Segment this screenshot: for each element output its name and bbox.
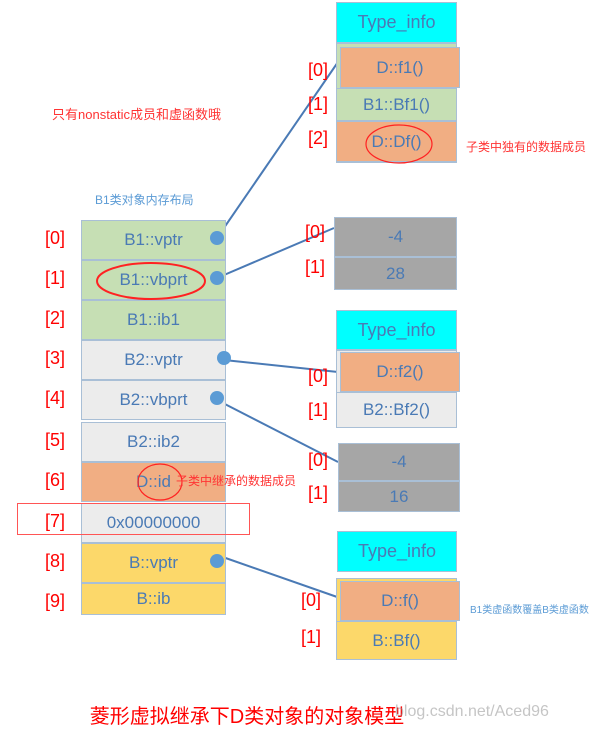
pointer-line xyxy=(216,399,339,463)
circle-mark xyxy=(96,262,206,300)
vtable-entry: B1::Bf1() xyxy=(336,88,457,121)
vtable-index: [1] xyxy=(308,94,329,114)
vtable-index: [0] xyxy=(301,590,322,610)
type-info-header: Type_info xyxy=(336,2,457,43)
slot-index: [8] xyxy=(45,551,66,571)
vtable-index: [0] xyxy=(308,60,329,80)
vtable-index: [1] xyxy=(301,627,322,647)
type-info-header: Type_info xyxy=(336,310,457,350)
vtable-index: [1] xyxy=(308,400,329,420)
null-highlight-box xyxy=(17,503,250,535)
object-slot: B1::vptr xyxy=(81,220,226,260)
slot-index: [2] xyxy=(45,308,66,328)
vbtable-index: [0] xyxy=(308,450,329,470)
pointer-dot xyxy=(217,351,231,365)
pointer-line xyxy=(216,61,339,239)
note-inherited-member: 子类中继承的数据成员 xyxy=(176,474,297,488)
pointer-line xyxy=(216,227,335,279)
circle-mark xyxy=(137,463,183,501)
slot-index: [0] xyxy=(45,228,66,248)
slot-index: [7] xyxy=(45,511,66,531)
vtable-index: [2] xyxy=(308,128,329,148)
pointer-dot xyxy=(210,391,224,405)
vbtable-entry: 28 xyxy=(334,257,457,290)
slot-index: [6] xyxy=(45,470,66,490)
slot-index: [9] xyxy=(45,591,66,611)
object-slot: B2::vptr xyxy=(81,340,226,380)
layout-caption: B1类对象内存布局 xyxy=(95,193,194,207)
circle-mark xyxy=(365,124,433,164)
note-unique-member: 子类中独有的数据成员 xyxy=(466,140,587,154)
object-slot: B1::ib1 xyxy=(81,300,226,340)
object-slot: 0x00000000 xyxy=(81,503,226,543)
vtable-entry: B2::Bf2() xyxy=(336,392,457,428)
vbtable-index: [1] xyxy=(305,257,326,277)
note-override: B1类虚函数覆盖B类虚函数 xyxy=(470,605,589,616)
pointer-dot xyxy=(210,271,224,285)
vtable-entry: B::Bf() xyxy=(336,621,457,660)
vtable-index: [0] xyxy=(308,366,329,386)
object-slot: B::ib xyxy=(81,583,226,615)
object-slot: D::id xyxy=(81,462,226,502)
object-slot: B1::vbprt xyxy=(81,260,226,300)
object-slot: B2::ib2 xyxy=(81,422,226,462)
vbtable-entry: -4 xyxy=(334,217,457,257)
vtable-entry: D::f1() xyxy=(340,47,460,88)
pointer-line xyxy=(223,359,339,373)
pointer-line xyxy=(216,554,341,599)
vbtable-entry: 16 xyxy=(338,481,460,512)
vbtable-index: [0] xyxy=(305,222,326,242)
note-nonstatic: 只有nonstatic成员和虚函数哦 xyxy=(52,107,222,122)
vtable-entry: D::f2() xyxy=(340,352,460,392)
object-slot: B::vptr xyxy=(81,543,226,583)
type-info-header: Type_info xyxy=(337,531,457,572)
slot-index: [3] xyxy=(45,348,66,368)
watermark: blog.csdn.net/Aced96 xyxy=(395,703,549,720)
slot-index: [5] xyxy=(45,430,66,450)
diagram-title: 菱形虚拟继承下D类对象的对象模型 xyxy=(89,706,405,728)
slot-index: [4] xyxy=(45,388,66,408)
object-slot: B2::vbprt xyxy=(81,380,226,420)
vbtable-index: [1] xyxy=(308,483,329,503)
slot-index: [1] xyxy=(45,268,66,288)
vtable-entry: D::f() xyxy=(340,581,460,621)
pointer-dot xyxy=(210,231,224,245)
pointer-dot xyxy=(210,554,224,568)
vbtable-entry: -4 xyxy=(338,443,460,481)
vtable-entry: D::Df() xyxy=(336,121,457,162)
